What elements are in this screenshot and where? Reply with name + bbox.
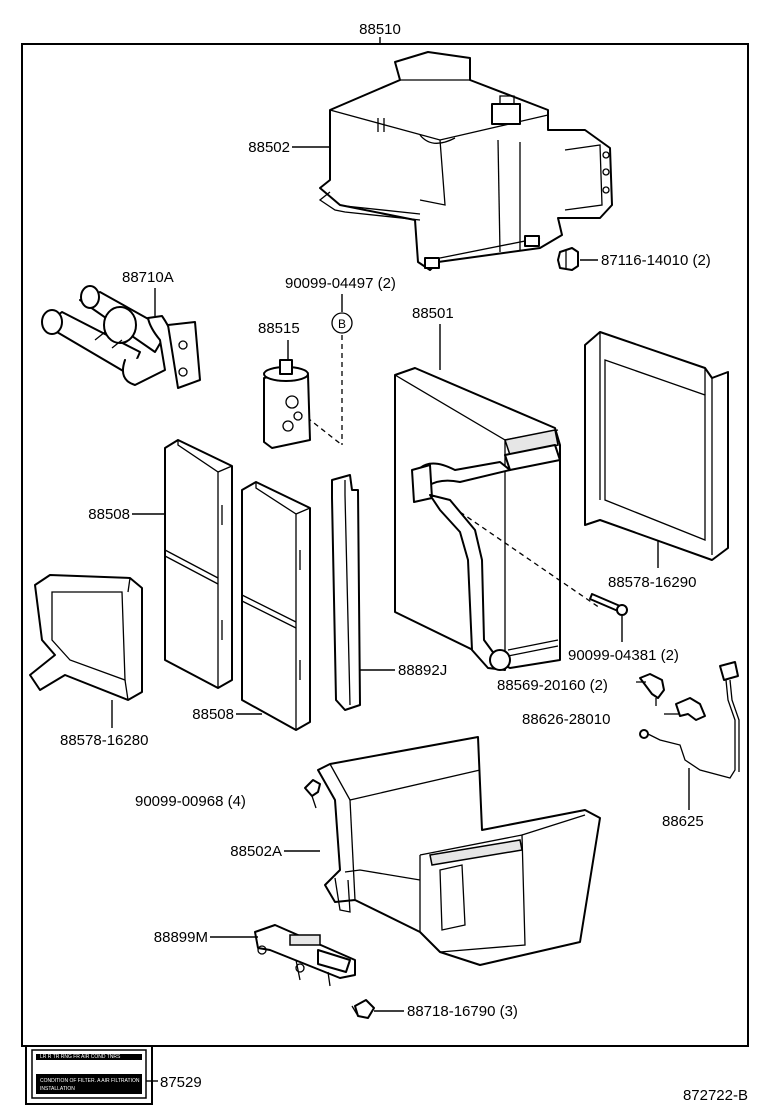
label-88510: 88510 — [359, 21, 401, 38]
label-87116-14010: 87116-14010 (2) — [601, 252, 711, 269]
label-88899m: 88899M — [154, 929, 208, 946]
filter-left-part — [164, 439, 233, 689]
label-90099-04381: 90099-04381 (2) — [568, 647, 679, 664]
caution-line-2: CONDITION OF FILTER. A AIR FILTRATION — [40, 1078, 140, 1084]
label-88508-left: 88508 — [88, 506, 130, 523]
ref-b-circle — [331, 312, 353, 334]
assembly-frame — [21, 43, 749, 1047]
bolt-part — [589, 593, 628, 616]
evaporator-part — [394, 367, 561, 671]
label-90099-00968: 90099-00968 (4) — [135, 793, 246, 810]
clamp-part — [636, 673, 665, 706]
label-90099-04497: 90099-04497 (2) — [285, 275, 396, 292]
filter-right-part — [241, 481, 311, 731]
thermistor-part — [639, 661, 740, 779]
seal-left-part — [29, 574, 143, 701]
label-88502: 88502 — [248, 139, 290, 156]
label-87529: 87529 — [160, 1074, 202, 1091]
packing-part — [331, 474, 361, 711]
label-88515: 88515 — [258, 320, 300, 337]
label-88501: 88501 — [412, 305, 454, 322]
caution-line-1: LR R TR RNG FR AIR COND TNRS — [40, 1054, 121, 1060]
expansion-valve-part — [263, 359, 311, 449]
grommet-part — [351, 999, 375, 1019]
label-88502a: 88502A — [230, 843, 282, 860]
label-88569-20160: 88569-20160 (2) — [497, 677, 608, 694]
label-88892j: 88892J — [398, 662, 447, 679]
label-88578-16280: 88578-16280 — [60, 732, 148, 749]
label-88508-right: 88508 — [192, 706, 234, 723]
clip-part — [557, 247, 579, 271]
ref-b-letter: B — [338, 317, 346, 331]
bracket-part — [254, 924, 356, 987]
caution-label-part: LR R TR RNG FR AIR COND TNRS CONDITION O… — [25, 1045, 153, 1105]
seal-right-part — [584, 331, 729, 561]
label-88626-28010: 88626-28010 — [522, 711, 610, 728]
thermistor-clip-part — [664, 697, 706, 721]
label-88578-16290: 88578-16290 — [608, 574, 696, 591]
label-88718-16790: 88718-16790 (3) — [407, 1003, 518, 1020]
diagram-id: 872722-B — [683, 1087, 748, 1104]
upper-case-part — [318, 51, 613, 271]
screw-part — [304, 779, 321, 809]
caution-line-3: INSTALLATION — [40, 1086, 75, 1092]
lower-case-part — [317, 736, 601, 966]
label-88625: 88625 — [662, 813, 704, 830]
pipe-connector-part — [41, 285, 201, 389]
label-88710a: 88710A — [122, 269, 174, 286]
